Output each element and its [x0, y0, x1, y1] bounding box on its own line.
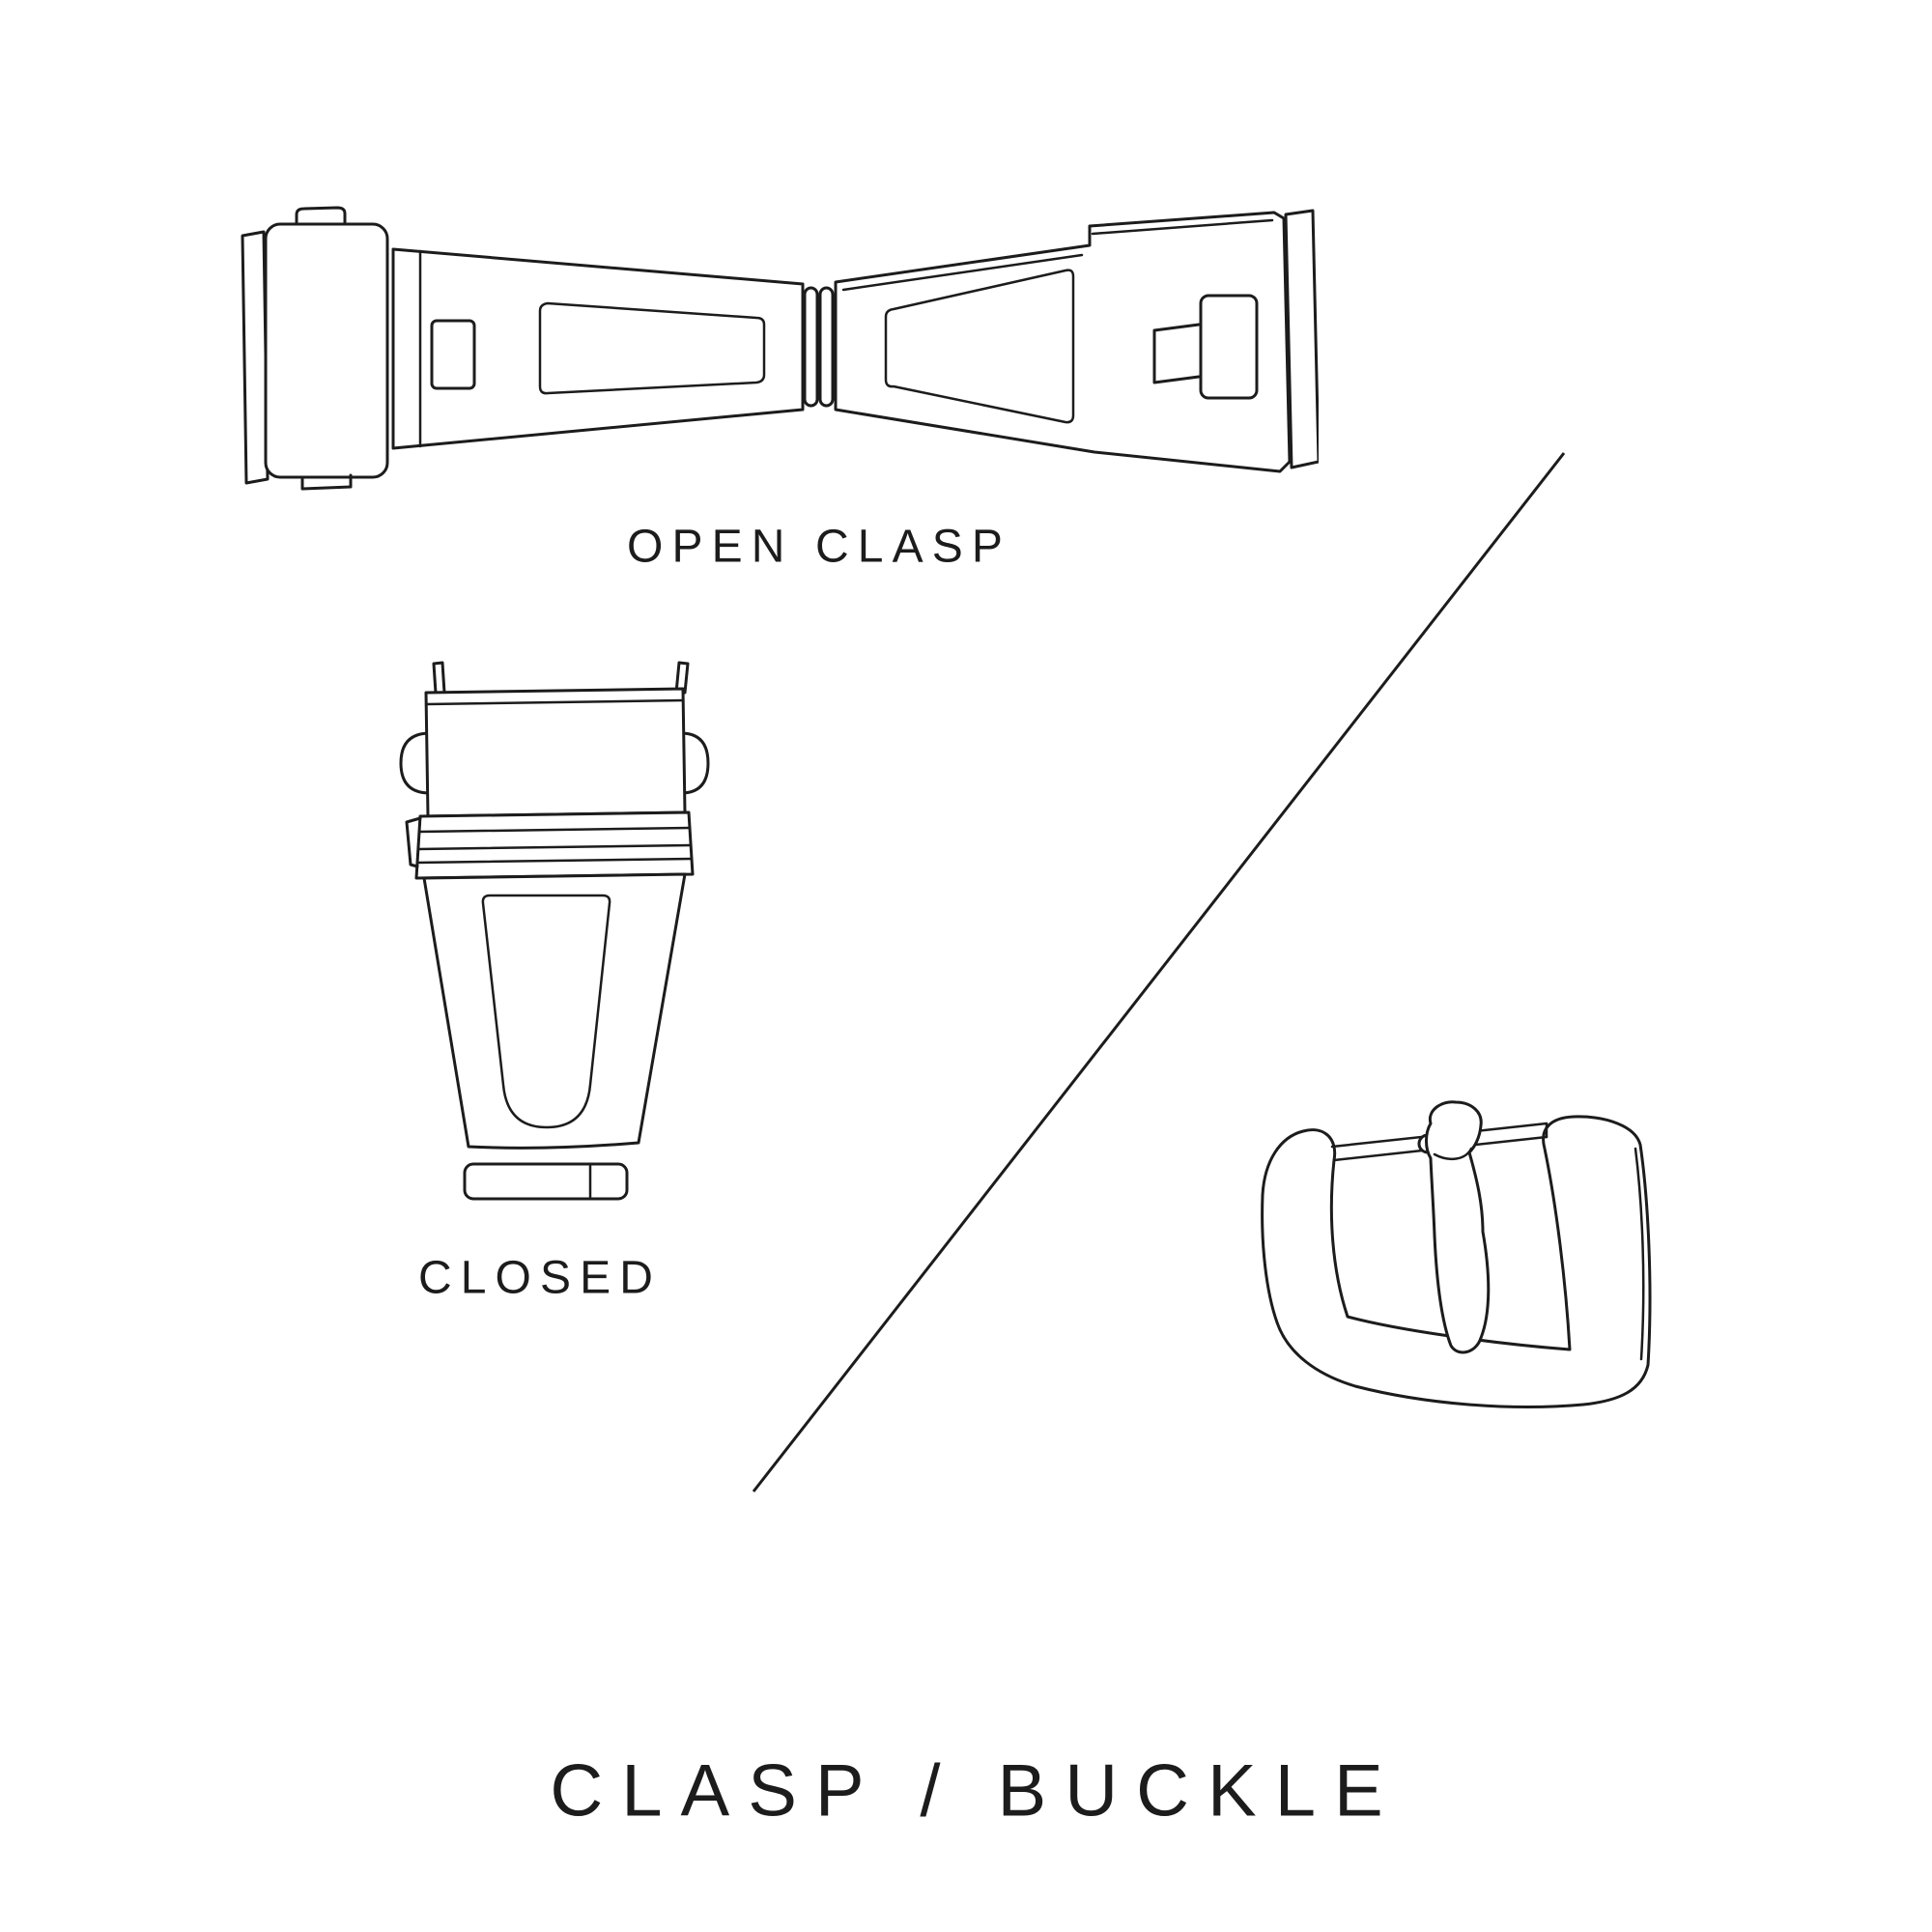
closed-clasp-prong-left — [432, 661, 446, 695]
closed-clasp-ear-right — [679, 731, 710, 795]
closed-clasp-hinge-line-2 — [416, 843, 693, 851]
closed-clasp-end-cap — [463, 1162, 629, 1201]
buckle-tongue — [1425, 1100, 1491, 1354]
open-clasp-plate-edge-line — [1091, 218, 1274, 236]
closed-clasp-hinge-line-3 — [415, 857, 694, 865]
open-clasp-drawing — [241, 206, 1319, 491]
open-clasp-right-arm-inner-outline — [884, 269, 1075, 424]
closed-clasp-body — [422, 872, 687, 1150]
closed-clasp-drawing — [399, 661, 710, 1201]
open-clasp-right-arm-edge-line — [841, 253, 1084, 292]
buckle-tongue-fold-line — [1433, 1147, 1473, 1161]
open-clasp-label: OPEN CLASP — [627, 521, 1011, 573]
open-clasp-illustration — [241, 206, 1319, 491]
open-clasp-hinge-bar-2 — [818, 286, 835, 408]
closed-clasp-top-block — [424, 687, 687, 818]
buckle-drawing — [1261, 1100, 1652, 1409]
open-clasp-keeper-bracket — [1152, 323, 1201, 384]
closed-clasp-top-block-edge-line — [424, 698, 685, 706]
buckle-frame — [1261, 1115, 1652, 1409]
open-clasp-left-arm-inner-outline — [538, 301, 766, 395]
buckle-illustration — [1261, 1100, 1652, 1409]
buckle-frame-contour-line — [1634, 1147, 1645, 1361]
open-clasp-bottom-tab — [300, 473, 353, 491]
open-clasp-button-hole — [430, 319, 476, 390]
open-clasp-left-strip — [241, 230, 270, 485]
open-clasp-top-tab — [295, 206, 347, 226]
closed-clasp-body-inner-outline — [481, 894, 611, 1129]
closed-clasp-illustration — [399, 661, 710, 1201]
open-clasp-right-end-strip — [1284, 209, 1319, 469]
diagonal-separator — [752, 452, 1566, 1492]
diagram-title: CLASP / BUCKLE — [550, 1749, 1402, 1833]
open-clasp-left-arm — [391, 247, 805, 450]
open-clasp-keeper-slot — [1199, 294, 1259, 400]
closed-clasp-side-tab — [405, 816, 422, 868]
separator-line — [752, 452, 1566, 1492]
open-clasp-hinge-bar-1 — [803, 286, 819, 408]
closed-clasp-hinge-line-1 — [417, 826, 692, 834]
closed-clasp-label: CLOSED — [417, 1252, 663, 1304]
open-clasp-left-cover — [264, 222, 389, 479]
open-clasp-right-arm — [834, 211, 1292, 473]
closed-clasp-ear-left — [399, 731, 432, 795]
